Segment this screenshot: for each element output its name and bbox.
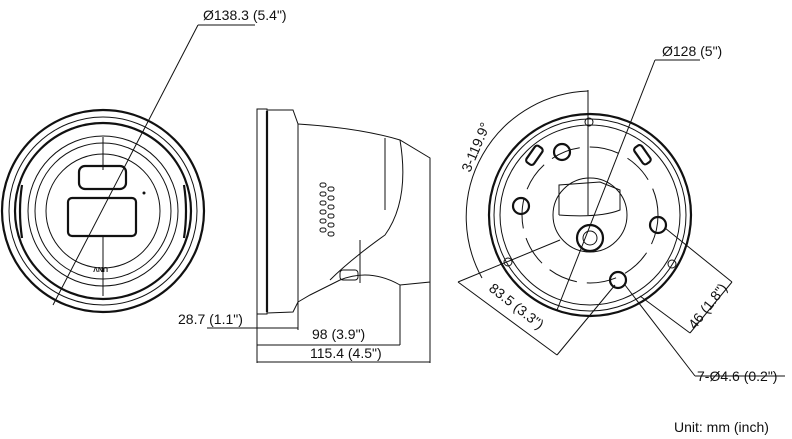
right-grille bbox=[182, 184, 188, 239]
mount-diameter-label: Ø128 (5") bbox=[662, 43, 722, 59]
lens-window bbox=[66, 196, 138, 238]
depth-label: 28.7 (1.1") bbox=[178, 311, 243, 327]
speaker-holes bbox=[319, 182, 335, 237]
brand-logo: UNV bbox=[93, 265, 108, 272]
total-length-label: 115.4 (4.5") bbox=[310, 345, 382, 361]
length-label: 98 (3.9") bbox=[312, 326, 365, 342]
front-diameter-label: Ø138.3 (5.4") bbox=[203, 7, 287, 23]
left-grille bbox=[18, 184, 24, 239]
holes-label: 7-Ø4.6 (0.2") bbox=[697, 368, 777, 384]
offset-label: 46 (1.8") bbox=[685, 280, 730, 332]
spacing-label: 83.5 (3.3") bbox=[486, 280, 547, 333]
mount-holes bbox=[503, 117, 677, 290]
front-view: UNV Ø138.3 (5.4") bbox=[0, 7, 287, 314]
side-view: 28.7 (1.1") 98 (3.9") 115.4 (4.5") bbox=[178, 108, 431, 363]
mount-view: Ø128 (5") 3-119.9° 83.5 (3.3") 46 (1.8")… bbox=[457, 43, 785, 384]
illuminator-window bbox=[77, 164, 128, 191]
unit-label: Unit: mm (inch) bbox=[674, 419, 769, 435]
